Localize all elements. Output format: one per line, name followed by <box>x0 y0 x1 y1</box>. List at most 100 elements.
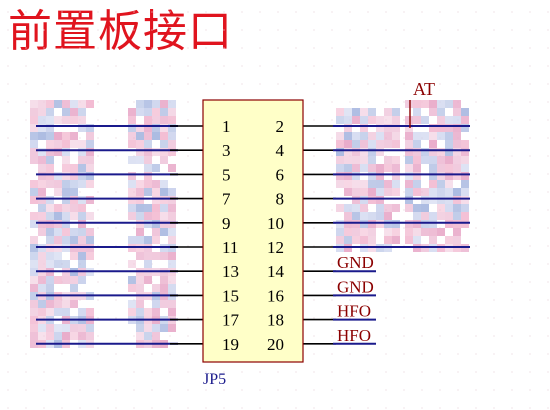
redacted-pixel <box>360 188 368 196</box>
grid-dot <box>241 11 243 13</box>
redacted-pixel <box>437 108 445 116</box>
redacted-pixel <box>70 236 78 244</box>
redacted-pixel <box>461 180 469 188</box>
redacted-pixel <box>70 284 78 292</box>
redacted-pixel <box>360 148 368 156</box>
grid-dot <box>187 47 189 49</box>
redacted-pixel <box>30 316 38 324</box>
redacted-pixel <box>62 260 70 268</box>
grid-dot <box>25 119 27 121</box>
pin-number-left: 1 <box>222 117 231 136</box>
redacted-pixel <box>54 324 62 332</box>
grid-dot <box>349 29 351 31</box>
redacted-pixel <box>429 228 437 236</box>
redacted-pixel <box>168 188 176 196</box>
grid-dot <box>7 29 9 31</box>
grid-dot <box>421 371 423 373</box>
grid-dot <box>529 299 531 301</box>
grid-dot <box>475 155 477 157</box>
redacted-pixel <box>392 108 400 116</box>
grid-dot <box>439 29 441 31</box>
redacted-pixel <box>453 116 461 124</box>
redacted-pixel <box>344 164 352 172</box>
redacted-pixel <box>128 156 136 164</box>
grid-dot <box>421 47 423 49</box>
redacted-pixel <box>461 156 469 164</box>
grid-dot <box>493 353 495 355</box>
redacted-pixel <box>421 212 429 220</box>
grid-dot <box>511 119 513 121</box>
pin-number-left: 15 <box>222 286 239 305</box>
redacted-pixel <box>160 220 168 228</box>
grid-dot <box>169 389 171 391</box>
redacted-pixel <box>152 228 160 236</box>
redacted-pixel <box>376 196 384 204</box>
redacted-pixel <box>413 148 421 156</box>
redacted-pixel <box>429 212 437 220</box>
redacted-pixel <box>78 324 86 332</box>
redacted-pixel <box>128 132 136 140</box>
redacted-pixel <box>376 204 384 212</box>
redacted-pixel <box>336 132 344 140</box>
redacted-pixel <box>168 212 176 220</box>
redacted-pixel <box>453 204 461 212</box>
redacted-pixel <box>128 172 136 180</box>
redacted-pixel <box>136 196 144 204</box>
redacted-pixel <box>46 324 54 332</box>
grid-dot <box>115 191 117 193</box>
redacted-pixel <box>461 140 469 148</box>
grid-dot <box>475 83 477 85</box>
redacted-pixel <box>152 116 160 124</box>
redacted-pixel <box>445 164 453 172</box>
grid-dot <box>367 317 369 319</box>
redacted-pixel <box>144 140 152 148</box>
net-label-fragment: AT <box>413 79 435 99</box>
grid-dot <box>421 317 423 319</box>
redacted-pixel <box>368 164 376 172</box>
grid-dot <box>259 65 261 67</box>
grid-dot <box>511 245 513 247</box>
grid-dot <box>529 281 531 283</box>
redacted-pixel <box>368 116 376 124</box>
grid-dot <box>25 65 27 67</box>
redacted-pixel <box>368 220 376 228</box>
redacted-pixel <box>453 108 461 116</box>
redacted-pixel <box>421 148 429 156</box>
redacted-pixel <box>413 116 421 124</box>
grid-dot <box>43 371 45 373</box>
grid-dot <box>169 335 171 337</box>
redacted-pixel <box>30 180 38 188</box>
redacted-pixel <box>38 212 46 220</box>
redacted-pixel <box>405 140 413 148</box>
grid-dot <box>205 65 207 67</box>
grid-dot <box>367 29 369 31</box>
redacted-pixel <box>78 148 86 156</box>
redacted-pixel <box>152 324 160 332</box>
redacted-pixel <box>160 204 168 212</box>
grid-dot <box>367 299 369 301</box>
grid-dot <box>529 29 531 31</box>
redacted-pixel <box>352 156 360 164</box>
grid-dot <box>7 47 9 49</box>
grid-dot <box>187 155 189 157</box>
grid-dot <box>97 371 99 373</box>
redacted-pixel <box>70 172 78 180</box>
grid-dot <box>367 47 369 49</box>
redacted-pixel <box>62 212 70 220</box>
redacted-pixel <box>413 100 421 108</box>
grid-dot <box>151 65 153 67</box>
grid-dot <box>331 299 333 301</box>
redacted-pixel <box>78 124 86 132</box>
grid-dot <box>529 11 531 13</box>
redacted-pixel <box>62 172 70 180</box>
redacted-pixel <box>144 324 152 332</box>
grid-dot <box>385 317 387 319</box>
redacted-pixel <box>384 116 392 124</box>
redacted-pixel <box>376 220 384 228</box>
grid-dot <box>25 245 27 247</box>
grid-dot <box>25 29 27 31</box>
redacted-pixel <box>78 196 86 204</box>
redacted-pixel <box>413 220 421 228</box>
redacted-pixel <box>144 108 152 116</box>
grid-dot <box>403 155 405 157</box>
